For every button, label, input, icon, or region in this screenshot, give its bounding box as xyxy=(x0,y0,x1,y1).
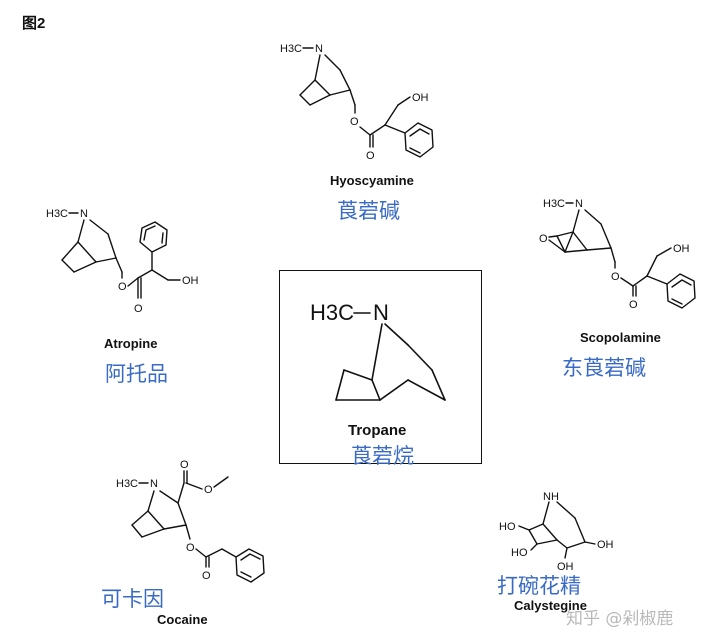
hyoscyamine-oh: OH xyxy=(412,92,429,104)
watermark: 知乎 @剁椒鹿 xyxy=(566,609,674,629)
calystegine-oh-3: OH xyxy=(557,561,574,573)
scopolamine-oh: OH xyxy=(673,243,690,255)
cocaine-structure: H3C N O O O O xyxy=(116,459,265,583)
atropine-structure: H3C N O O OH xyxy=(46,208,199,315)
hyoscyamine-ester-o: O xyxy=(350,116,359,128)
hyoscyamine-carbonyl-o: O xyxy=(366,150,375,162)
hyoscyamine-structure: H3C N O O OH xyxy=(280,43,434,162)
calystegine-name-en: Calystegine xyxy=(514,598,587,613)
atropine-oh: OH xyxy=(182,275,199,287)
hyoscyamine-name-cn: 莨菪碱 xyxy=(337,199,400,223)
tropane-structure: H3C N xyxy=(310,300,446,401)
tropane-name-en: Tropane xyxy=(348,422,407,439)
calystegine-nh: NH xyxy=(543,491,559,503)
cocaine-ester-o: O xyxy=(186,542,195,554)
calystegine-structure: NH HO HO OH OH xyxy=(499,491,614,573)
atropine-name-en: Atropine xyxy=(104,336,158,351)
hyoscyamine-name-en: Hyoscyamine xyxy=(330,173,414,188)
tropane-name-cn: 莨菪烷 xyxy=(351,444,414,468)
atropine-ester-o: O xyxy=(118,281,127,293)
scopolamine-n-label: N xyxy=(575,198,583,210)
figure-label: 图2 xyxy=(22,15,46,32)
scopolamine-epoxide-o: O xyxy=(539,233,548,245)
calystegine-ho-1: HO xyxy=(499,521,516,533)
atropine-name-cn: 阿托品 xyxy=(105,362,168,386)
cocaine-methoxy-o: O xyxy=(204,484,213,496)
scopolamine-name-cn: 东莨菪碱 xyxy=(562,356,646,380)
calystegine-oh-4: OH xyxy=(597,539,614,551)
cocaine-carbonyl-o: O xyxy=(202,570,211,582)
scopolamine-carbonyl-o: O xyxy=(629,299,638,311)
atropine-carbonyl-o: O xyxy=(134,303,143,315)
scopolamine-ester-o: O xyxy=(611,271,620,283)
scopolamine-structure: H3C N O O O OH xyxy=(539,198,696,311)
cocaine-name-cn: 可卡因 xyxy=(101,587,164,611)
tropane-n-label: N xyxy=(373,300,389,325)
hyoscyamine-methyl-label: H3C xyxy=(280,43,302,55)
cocaine-n-label: N xyxy=(150,478,158,490)
tropane-box xyxy=(279,270,482,464)
calystegine-name-cn: 打碗花精 xyxy=(497,574,581,598)
hyoscyamine-n-label: N xyxy=(315,43,323,55)
cocaine-name-en: Cocaine xyxy=(157,612,208,627)
atropine-n-label: N xyxy=(80,208,88,220)
tropane-methyl-label: H3C xyxy=(310,300,354,325)
cocaine-methyl-label: H3C xyxy=(116,478,138,490)
scopolamine-methyl-label: H3C xyxy=(543,198,565,210)
calystegine-ho-2: HO xyxy=(511,547,528,559)
scopolamine-name-en: Scopolamine xyxy=(580,330,661,345)
cocaine-ester-carbonyl-o: O xyxy=(180,459,189,471)
atropine-methyl-label: H3C xyxy=(46,208,68,220)
